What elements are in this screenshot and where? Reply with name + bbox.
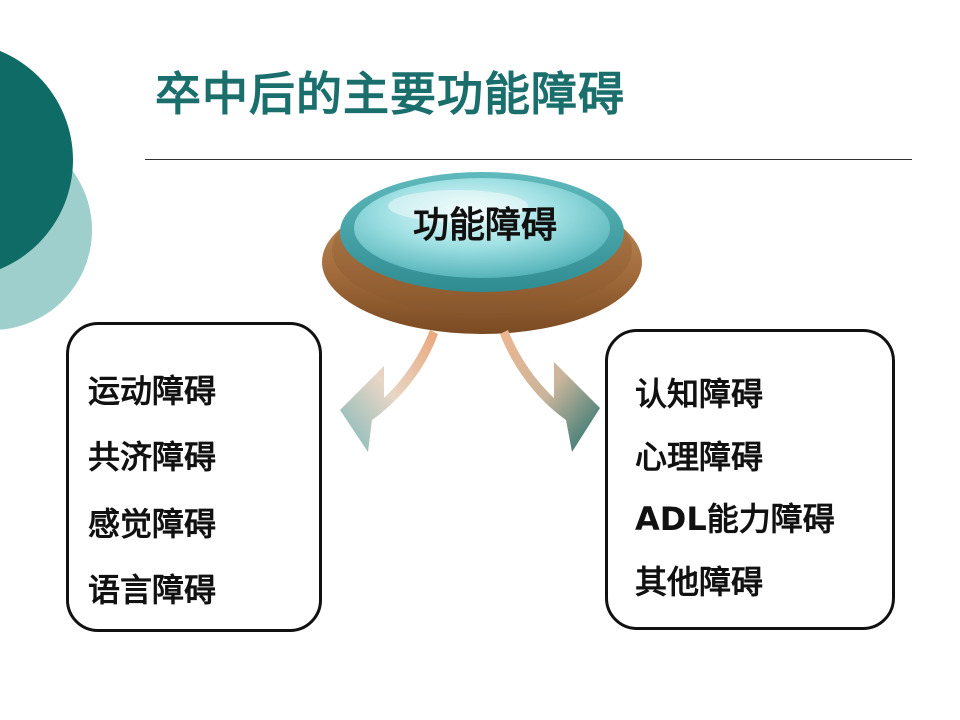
hub-button bbox=[322, 172, 642, 334]
right-item-psychological: 心理障碍 bbox=[635, 438, 764, 476]
hub-highlight bbox=[388, 190, 528, 222]
right-item-adl: ADL能力障碍 bbox=[635, 500, 835, 538]
left-item-sensory: 感觉障碍 bbox=[88, 505, 217, 543]
title-divider bbox=[145, 159, 912, 160]
right-item-other: 其他障碍 bbox=[635, 563, 764, 601]
hub-top bbox=[354, 178, 610, 278]
arrow-left bbox=[340, 330, 438, 452]
left-item-coordination: 共济障碍 bbox=[88, 438, 217, 476]
arrow-right bbox=[500, 330, 600, 452]
left-group-box bbox=[66, 322, 322, 632]
deco-circle-dark bbox=[0, 50, 73, 270]
left-item-language: 语言障碍 bbox=[88, 571, 217, 609]
left-item-motor: 运动障碍 bbox=[88, 372, 217, 410]
right-group-box bbox=[605, 329, 895, 630]
hub-label: 功能障碍 bbox=[412, 205, 557, 246]
right-item-cognitive: 认知障碍 bbox=[635, 375, 764, 413]
page-title: 卒中后的主要功能障碍 bbox=[155, 67, 625, 121]
